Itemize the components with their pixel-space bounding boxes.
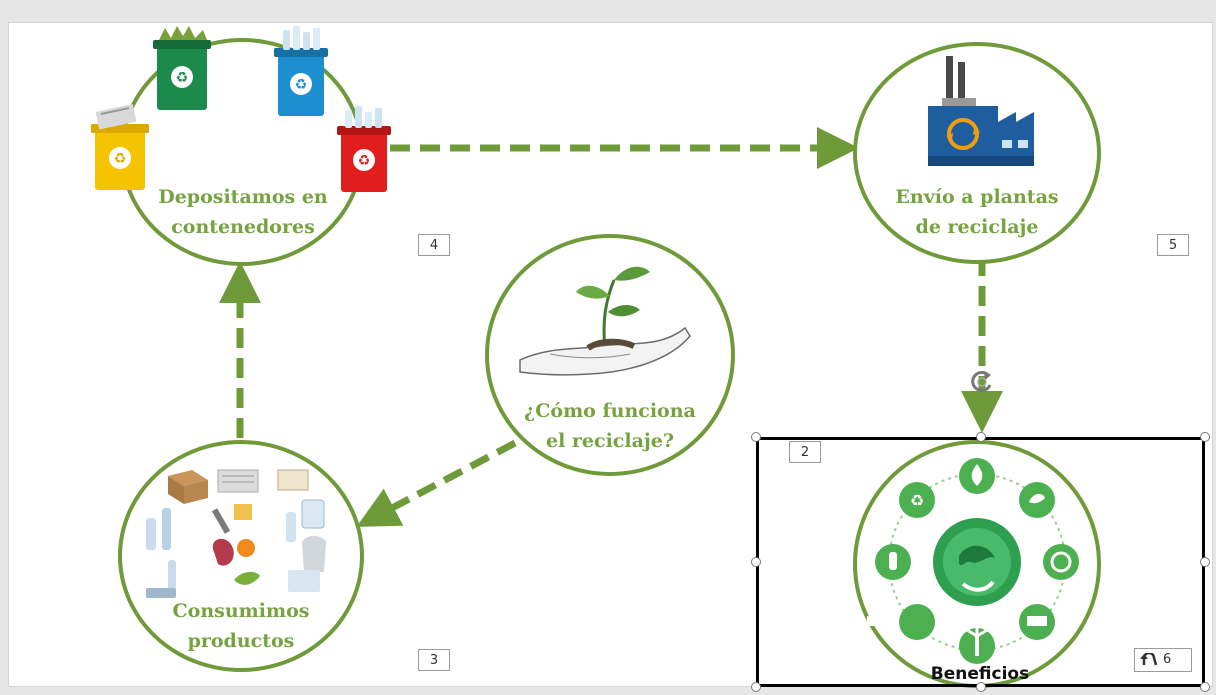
resize-handle-left[interactable] <box>751 557 761 567</box>
resize-handle-top[interactable] <box>976 432 986 442</box>
step-beneficios-number-tag[interactable]: 6 <box>1134 648 1192 672</box>
step-beneficios-number: 6 <box>1163 652 1172 667</box>
resize-handle-bottom[interactable] <box>976 682 986 692</box>
plant-in-hand-icon <box>519 266 691 376</box>
yellow-bin-icon: ♻ <box>91 104 149 190</box>
step-envio-number: 5 <box>1157 234 1189 256</box>
resize-handle-top-left[interactable] <box>751 432 761 442</box>
undo-icon <box>1140 653 1158 666</box>
products-collage-icon <box>146 469 326 598</box>
svg-text:♻: ♻ <box>358 153 371 169</box>
svg-text:♻: ♻ <box>295 77 308 93</box>
resize-handle-top-right[interactable] <box>1200 432 1210 442</box>
svg-text:♻: ♻ <box>176 70 189 86</box>
step-beneficios-title: Beneficios <box>930 664 1030 684</box>
blue-bin-icon: ♻ <box>274 26 328 116</box>
arrow-como-to-consumimos[interactable] <box>356 439 517 527</box>
resize-handle-bottom-right[interactable] <box>1200 682 1210 692</box>
factory-icon <box>928 56 1034 166</box>
step-como-number: 2 <box>789 441 821 463</box>
resize-handle-right[interactable] <box>1200 557 1210 567</box>
rotate-handle-icon[interactable] <box>968 368 996 396</box>
step-depositamos-number: 4 <box>418 234 450 256</box>
benefits-wheel-icon: ♻ <box>867 458 1079 664</box>
step-como-label: ¿Cómo funciona el reciclaje? <box>524 400 696 452</box>
step-envio-label: Envío a plantas de reciclaje <box>895 186 1059 238</box>
red-bin-icon: ♻ <box>337 106 391 192</box>
step-consumimos-label: Consumimos productos <box>172 600 310 652</box>
step-depositamos-label: Depositamos en contenedores <box>158 186 328 238</box>
svg-text:♻: ♻ <box>114 151 127 167</box>
recycling-bins-icon: ♻ ♻ ♻ ♻ <box>91 26 391 192</box>
svg-text:♻: ♻ <box>910 491 924 510</box>
resize-handle-bottom-left[interactable] <box>751 682 761 692</box>
step-consumimos-number: 3 <box>418 649 450 671</box>
green-bin-icon: ♻ <box>153 26 211 110</box>
